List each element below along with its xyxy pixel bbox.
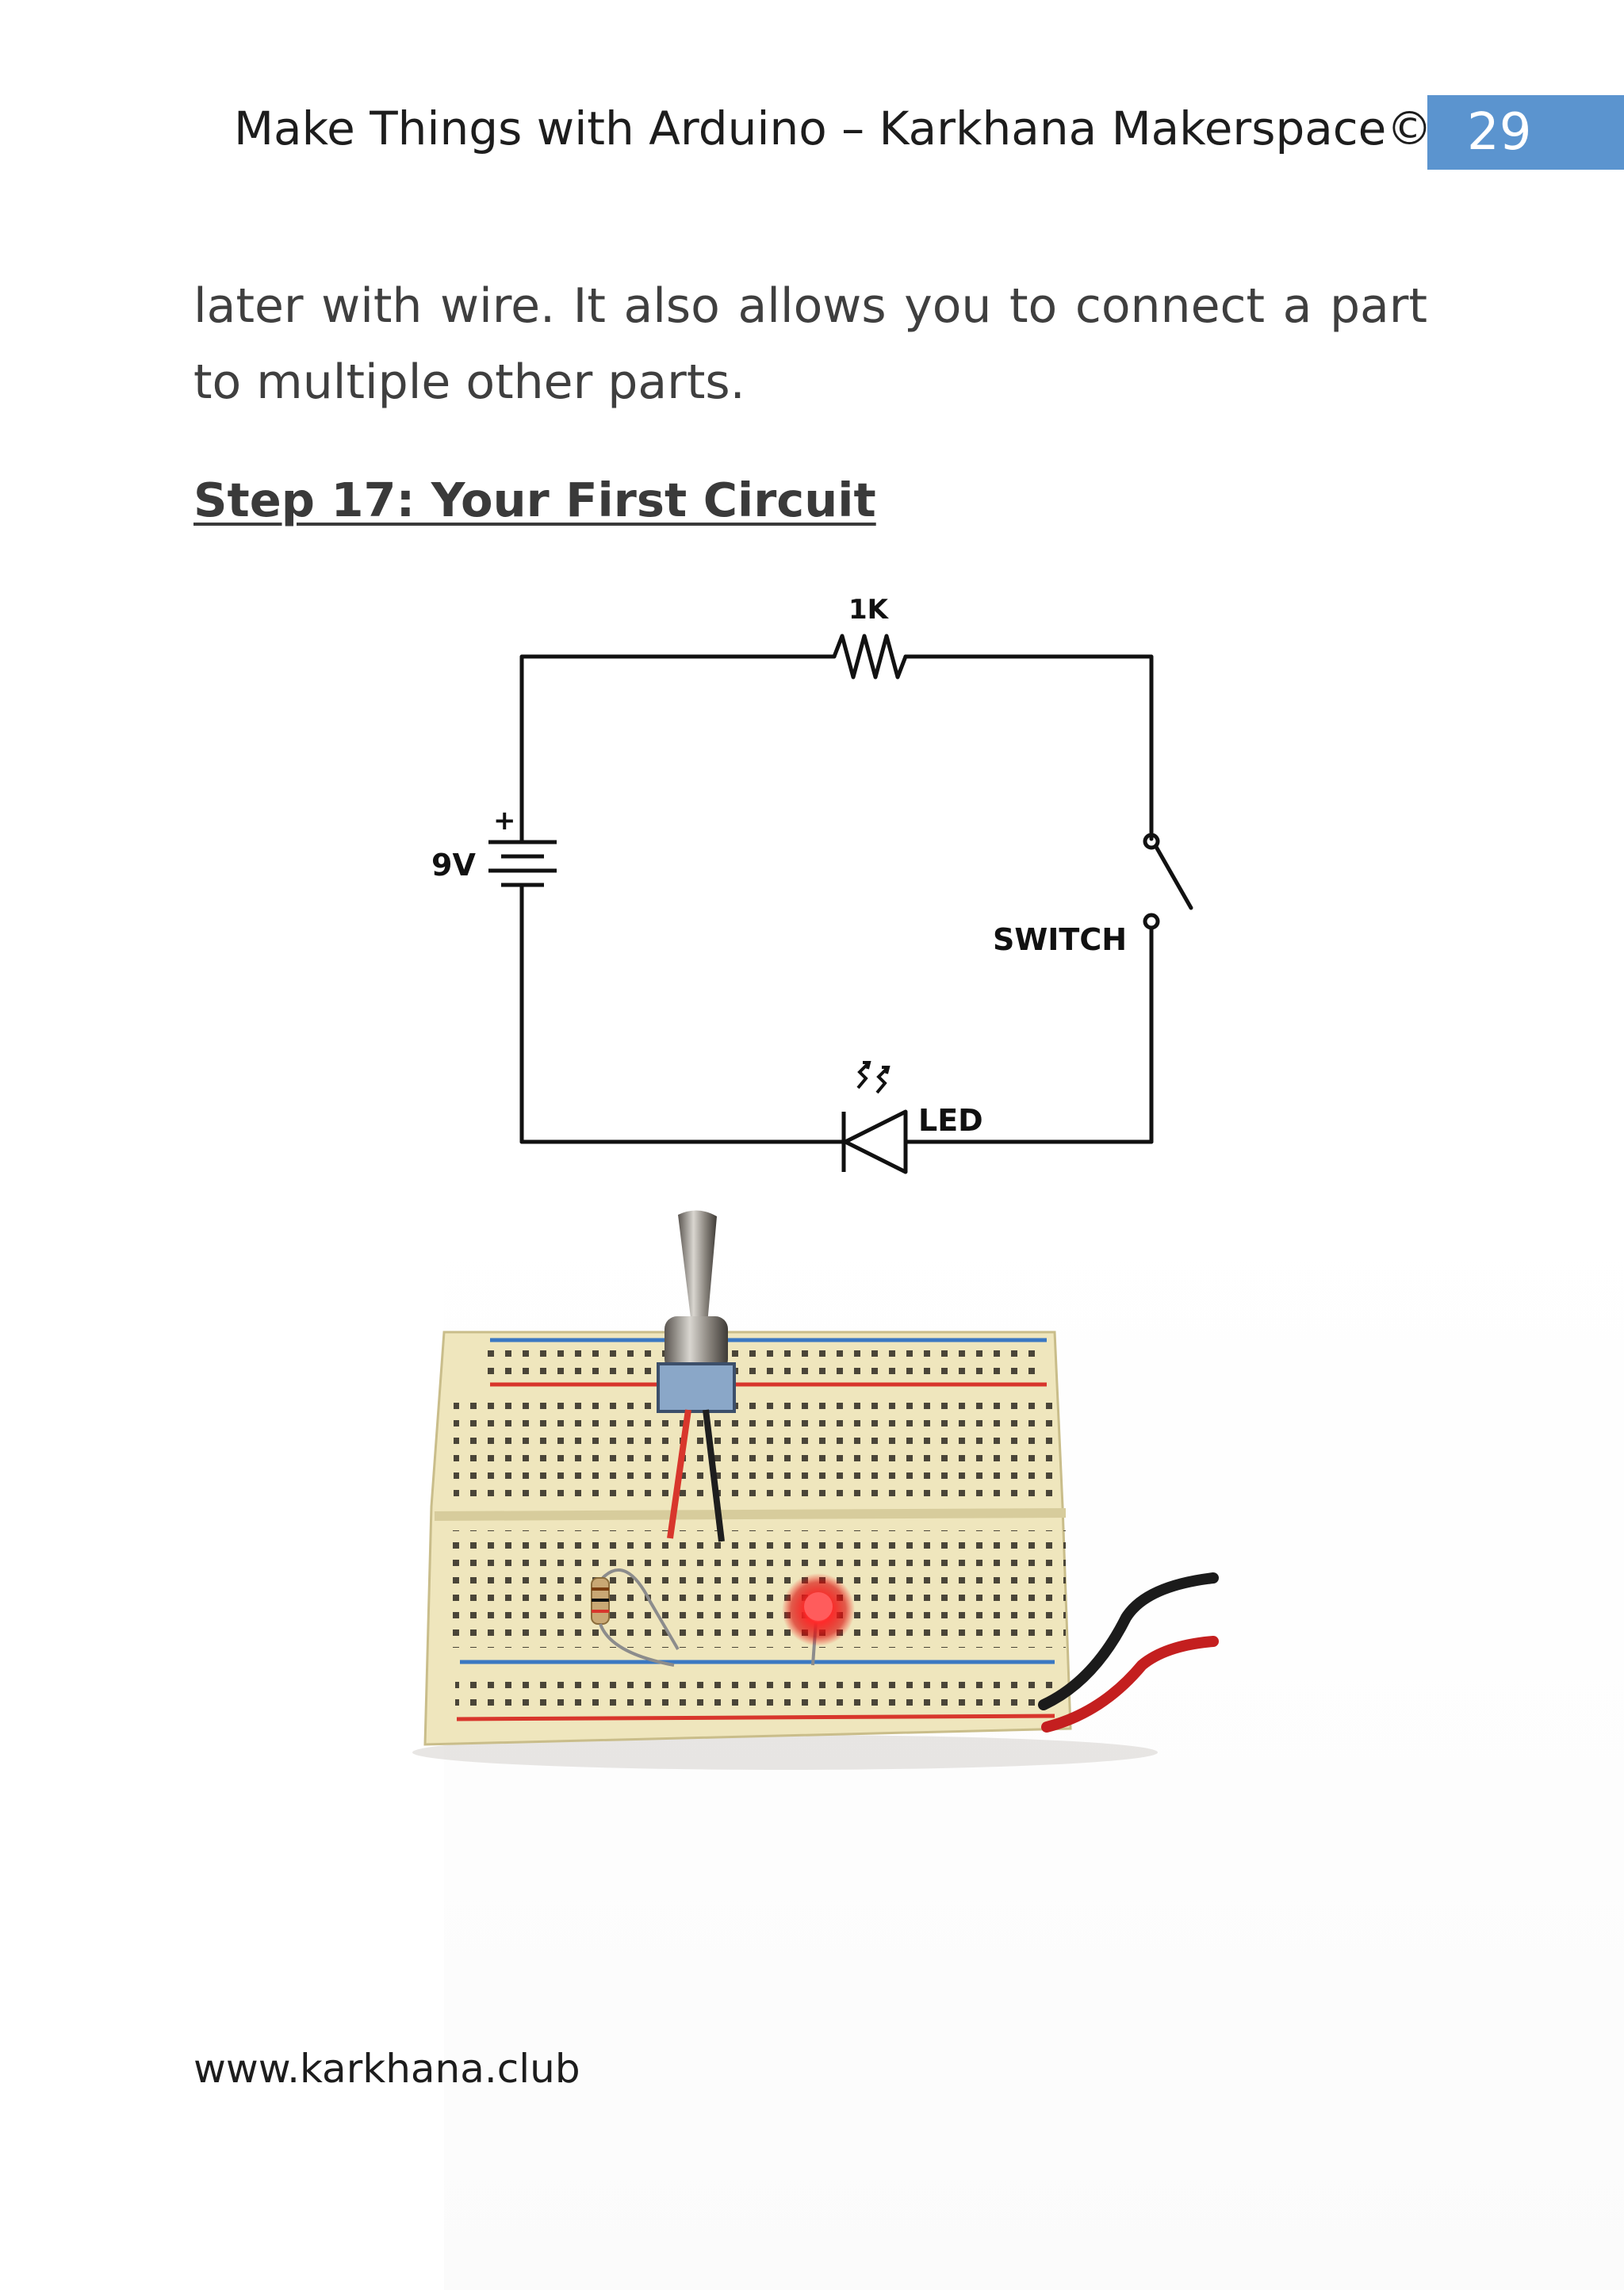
body-paragraph: later with wire. It also allows you to c…	[193, 278, 1427, 410]
board-shadow	[412, 1735, 1158, 1770]
rail-bottom-holes	[455, 1675, 1058, 1706]
led-symbol	[841, 1109, 908, 1174]
section-heading: Step 17: Your First Circuit	[193, 473, 876, 527]
battery-label: 9V	[431, 848, 476, 883]
resistor-component	[591, 1568, 680, 1667]
terminal-strip-bottom	[447, 1530, 1066, 1648]
led-light-arrows	[856, 1061, 891, 1094]
resistor-label: 1K	[848, 594, 890, 626]
breadboard-photo	[412, 1210, 1219, 1770]
running-header: Make Things with Arduino – Karkhana Make…	[234, 101, 1433, 155]
resistor-symbol	[832, 634, 908, 680]
led-component	[782, 1573, 855, 1666]
terminal-strip-top	[454, 1402, 1056, 1500]
rail-top-holes	[484, 1350, 1039, 1378]
toggle-switch	[657, 1210, 736, 1542]
battery-polarity: +	[493, 805, 516, 837]
rail-bottom-red	[456, 1714, 1055, 1721]
battery-symbol	[488, 817, 557, 894]
led-label: LED	[918, 1103, 983, 1138]
switch-lever	[1154, 844, 1193, 910]
switch-contact-top	[1143, 833, 1160, 850]
breadboard	[423, 1331, 1072, 1746]
switch-label: SWITCH	[993, 922, 1127, 957]
page-number: 29	[1467, 103, 1532, 162]
wire-top-left	[519, 654, 837, 819]
circuit-schematic: + 9V 1K SWITCH LED	[431, 594, 1193, 1174]
page-number-badge: 29	[1427, 95, 1624, 170]
battery-leads	[1038, 1572, 1219, 1733]
footer-url: www.karkhana.club	[193, 2046, 580, 2092]
wire-top-right	[903, 654, 1154, 841]
center-channel	[434, 1508, 1067, 1521]
